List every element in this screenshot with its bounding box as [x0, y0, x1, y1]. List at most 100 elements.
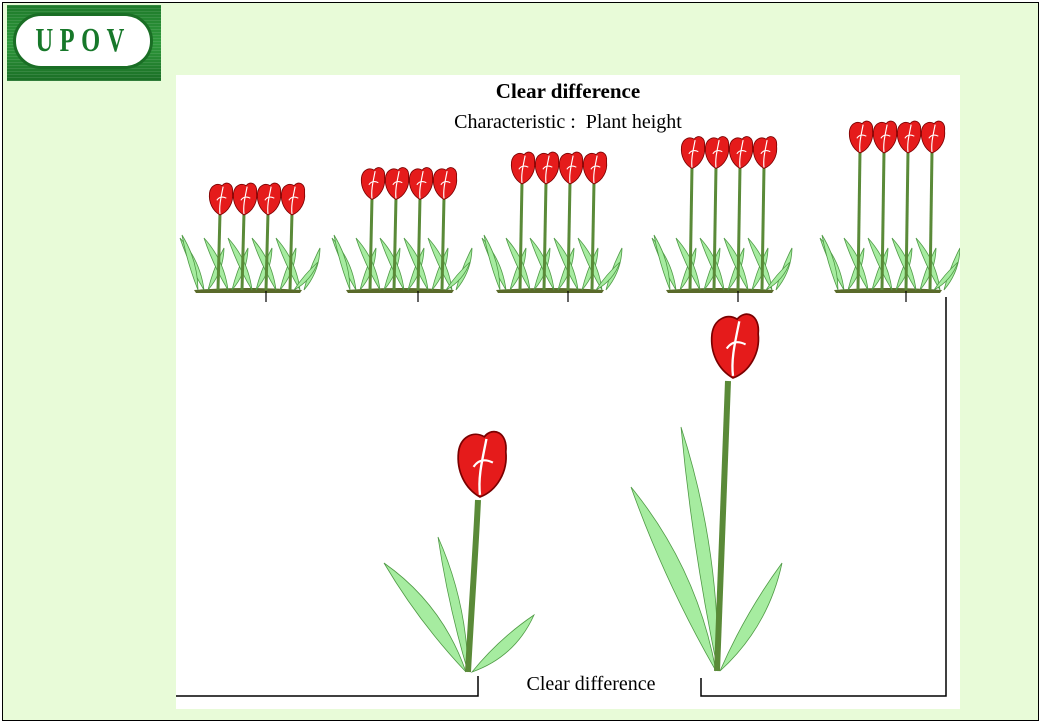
leaf	[470, 613, 535, 673]
leaf	[403, 237, 429, 291]
stem	[264, 212, 270, 291]
slide-subtitle: Characteristic : Plant height	[454, 111, 682, 133]
stem	[736, 166, 742, 291]
tulip-diagram	[176, 120, 960, 697]
tulip-flower	[256, 182, 282, 216]
leaf	[251, 237, 277, 291]
diagram-panel: Clear difference Characteristic : Plant …	[176, 75, 960, 709]
stem	[904, 150, 910, 291]
leaf	[427, 237, 453, 291]
leaf	[919, 247, 937, 291]
leaf	[723, 237, 749, 291]
leaf	[483, 234, 501, 291]
tulip-group-5	[819, 120, 960, 293]
leaf	[355, 237, 381, 291]
soil-strip	[496, 288, 604, 293]
stem	[440, 197, 446, 291]
tulip-flower	[384, 166, 410, 201]
soil-strip	[666, 288, 774, 293]
stem	[518, 181, 524, 291]
tulip-flower	[510, 151, 536, 185]
tulip-flower	[208, 182, 234, 216]
leaf	[765, 261, 791, 291]
right-bracket	[700, 297, 947, 697]
leaf	[529, 237, 555, 291]
leaf	[895, 247, 913, 291]
tulip-flower	[680, 135, 706, 170]
tulip-flower	[728, 135, 754, 170]
stem	[368, 197, 374, 291]
leaf	[293, 261, 319, 291]
left-bracket	[176, 676, 479, 697]
stem	[928, 150, 934, 291]
leaf	[383, 562, 467, 673]
tulip-flower	[456, 430, 508, 499]
leaf	[333, 234, 351, 291]
upov-logo: UPOV	[7, 5, 161, 81]
leaf	[505, 237, 531, 291]
stem	[590, 181, 596, 291]
leaf	[915, 237, 941, 291]
leaf	[445, 261, 471, 291]
tulip-flower	[232, 182, 258, 216]
logo-text: UPOV	[35, 22, 131, 59]
leaf	[630, 486, 717, 672]
soil-strip	[346, 288, 454, 293]
tulip-flower	[704, 135, 730, 170]
leaf	[227, 237, 253, 291]
stem	[465, 499, 481, 673]
leaf	[699, 237, 725, 291]
tall-plant	[630, 312, 783, 672]
leaf	[719, 562, 783, 672]
stem	[714, 380, 731, 672]
tulip-flower	[710, 312, 760, 380]
leaf	[203, 237, 229, 291]
tulip-group-1	[179, 182, 321, 293]
tulip-flower	[280, 182, 306, 216]
leaf	[379, 237, 405, 291]
leaf	[595, 261, 621, 291]
leaf	[891, 237, 917, 291]
stem	[288, 212, 294, 291]
tulip-flower	[432, 166, 458, 201]
leaf	[275, 237, 301, 291]
stem	[880, 150, 886, 291]
tulip-flower	[752, 135, 778, 170]
leaf	[553, 237, 579, 291]
tulip-group-3	[481, 151, 623, 293]
leaf	[821, 234, 839, 291]
stem	[856, 150, 862, 291]
stem	[566, 181, 572, 291]
comparison-brackets	[176, 297, 947, 697]
tulip-group-4	[651, 135, 793, 293]
leaf	[933, 261, 959, 291]
leaf	[871, 247, 889, 291]
logo-oval: UPOV	[13, 13, 153, 69]
leaf	[867, 237, 893, 291]
leaf	[577, 237, 603, 291]
stem	[760, 166, 766, 291]
stem	[542, 181, 548, 291]
soil-strip	[834, 288, 942, 293]
tulip-flower	[360, 166, 386, 201]
plant-groups	[179, 120, 960, 302]
tulip-group-2	[331, 166, 473, 293]
stem	[392, 197, 398, 291]
leaf	[843, 237, 869, 291]
leaf	[847, 247, 865, 291]
single-plants	[383, 312, 783, 673]
tulip-flower	[558, 151, 584, 185]
leaf	[181, 234, 199, 291]
soil-strip	[194, 288, 302, 293]
stem	[712, 166, 718, 291]
tulip-flower	[582, 151, 608, 185]
slide-title: Clear difference	[495, 79, 641, 103]
leaf	[437, 536, 469, 673]
tulip-flower	[534, 151, 560, 185]
stem	[240, 212, 246, 291]
tulip-flower	[408, 166, 434, 201]
leaf	[680, 426, 719, 672]
leaf	[675, 237, 701, 291]
stem	[688, 166, 694, 291]
